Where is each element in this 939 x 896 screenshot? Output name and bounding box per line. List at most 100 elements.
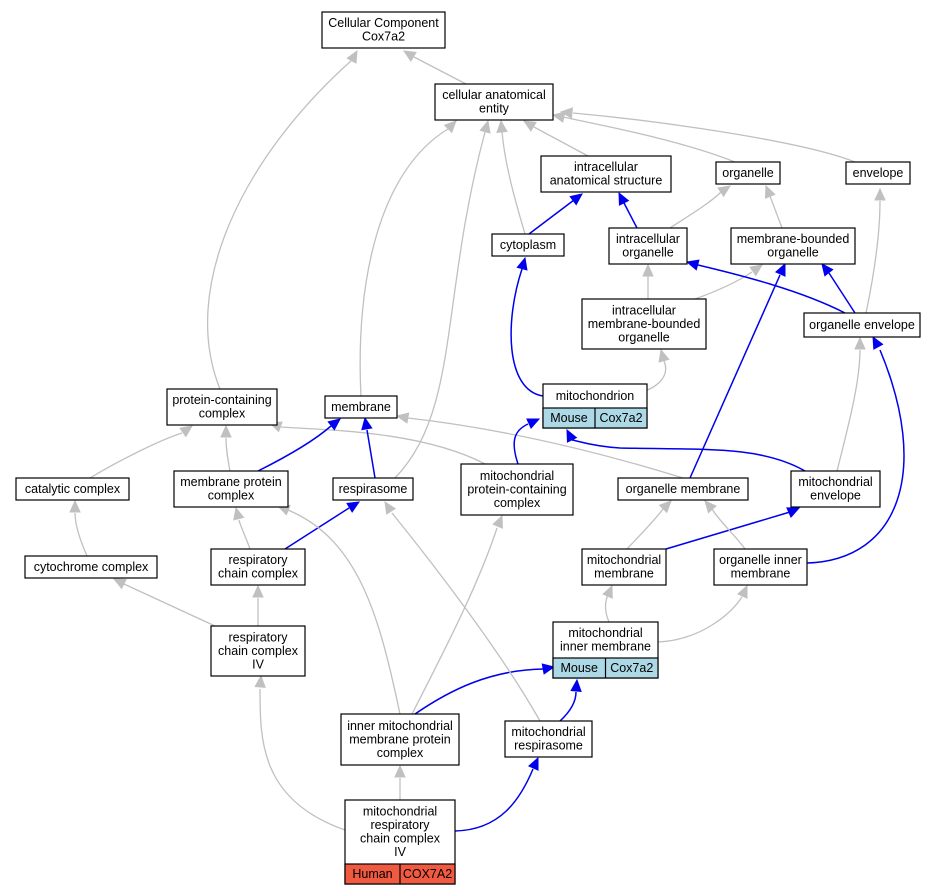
- is-a-edge: [407, 417, 684, 479]
- node-label-line: organelle: [722, 166, 773, 180]
- is-a-edge: [359, 128, 449, 397]
- node-label-line: organelle: [618, 330, 669, 344]
- is-a-edge: [89, 432, 183, 479]
- node-catalytic-complex[interactable]: catalytic complex: [15, 477, 130, 501]
- part-of-edge: [697, 264, 846, 314]
- edge-cytochrome-complex-to-catalytic-complex: [69, 499, 88, 557]
- node-label-line: envelope: [853, 166, 904, 180]
- node-label-line: catalytic complex: [25, 482, 121, 496]
- edge-layer: [69, 49, 905, 832]
- node-box: [173, 470, 289, 508]
- node-label-line: membrane protein: [180, 475, 281, 489]
- node-label-line: intracellular: [574, 160, 638, 174]
- species-label: Mouse: [550, 411, 588, 425]
- part-of-edge: [806, 349, 905, 564]
- node-cytoplasm[interactable]: cytoplasm: [491, 233, 565, 257]
- node-envelope[interactable]: envelope: [845, 161, 911, 185]
- node-label-line: respirasome: [339, 482, 408, 496]
- arrowhead: [874, 187, 886, 201]
- edge-mitochondrial-membrane-to-organelle-membrane: [626, 500, 672, 550]
- arrowhead: [786, 507, 801, 518]
- node-label-line: protein-containing: [467, 482, 566, 496]
- is-a-edge: [238, 519, 251, 550]
- node-label-line: respiratory: [370, 818, 430, 832]
- is-a-edge: [694, 271, 753, 300]
- is-a-edge: [669, 191, 722, 229]
- is-a-edge: [123, 583, 216, 627]
- edge-mitochondrial-membrane-to-mitochondrial-envelope: [665, 507, 801, 550]
- node-respirasome[interactable]: respirasome: [332, 477, 414, 501]
- arrowhead: [395, 412, 410, 424]
- node-label-line: anatomical structure: [550, 174, 663, 188]
- node-box: [210, 548, 306, 586]
- node-box: [581, 298, 707, 350]
- node-label-line: mitochondrial: [798, 475, 872, 489]
- edge-respiratory-chain-complex-to-membrane-protein-complex: [233, 506, 251, 550]
- arrowhead: [492, 514, 503, 529]
- edge-intracellular-membrane-bounded-organelle-to-intracellular-organelle: [642, 263, 654, 299]
- node-label-line: complex: [208, 489, 255, 503]
- is-a-edge: [501, 131, 526, 235]
- node-label-line: mitochondrial: [587, 553, 661, 567]
- edge-membrane-to-cellular-anatomical-entity: [359, 120, 457, 397]
- is-a-edge: [711, 508, 746, 550]
- arrowhead: [361, 416, 373, 431]
- edge-mitochondrial-inner-membrane-to-mitochondrial-membrane: [602, 584, 613, 623]
- edge-organelle-envelope-to-envelope: [865, 187, 886, 314]
- node-label-line: IV: [252, 657, 264, 671]
- node-box: [581, 548, 667, 586]
- gene-label: Cox7a2: [610, 661, 653, 675]
- arrowhead: [516, 256, 528, 271]
- node-label-line: IV: [394, 845, 406, 859]
- part-of-edge: [689, 274, 781, 479]
- arrowhead: [774, 262, 786, 277]
- node-box: [210, 625, 306, 677]
- node-organelle[interactable]: organelle: [715, 161, 781, 185]
- edge-envelope-to-cellular-anatomical-entity: [559, 107, 856, 163]
- is-a-edge: [391, 512, 541, 722]
- node-cytochrome-complex[interactable]: cytochrome complex: [24, 555, 158, 579]
- edge-intracellular-membrane-bounded-organelle-to-membrane-bounded-organelle: [694, 264, 763, 300]
- node-label-line: mitochondrial: [363, 805, 437, 819]
- part-of-edge: [559, 691, 577, 722]
- part-of-edge: [513, 423, 529, 465]
- edge-intracellular-anatomical-structure-to-cellular-anatomical-entity: [522, 120, 589, 157]
- node-label-line: chain complex: [360, 832, 441, 846]
- is-a-edge: [865, 200, 881, 314]
- arrowhead: [522, 120, 537, 132]
- node-box: [608, 227, 688, 265]
- arrowhead: [479, 119, 491, 134]
- part-of-edge: [510, 268, 544, 397]
- arrowhead: [346, 501, 361, 513]
- arrowhead: [570, 678, 582, 692]
- node-membrane[interactable]: membrane: [324, 395, 398, 419]
- node-label-line: mitochondrion: [556, 389, 635, 403]
- edge-organelle-membrane-to-membrane: [395, 412, 684, 479]
- edge-organelle-inner-membrane-to-organelle-envelope: [806, 335, 905, 564]
- node-organelle-envelope[interactable]: organelle envelope: [803, 312, 921, 338]
- arrowhead: [749, 264, 763, 277]
- arrowhead: [658, 348, 670, 363]
- edge-organelle-inner-membrane-to-organelle-membrane: [704, 500, 746, 550]
- node-organelle-membrane[interactable]: organelle membrane: [617, 477, 749, 501]
